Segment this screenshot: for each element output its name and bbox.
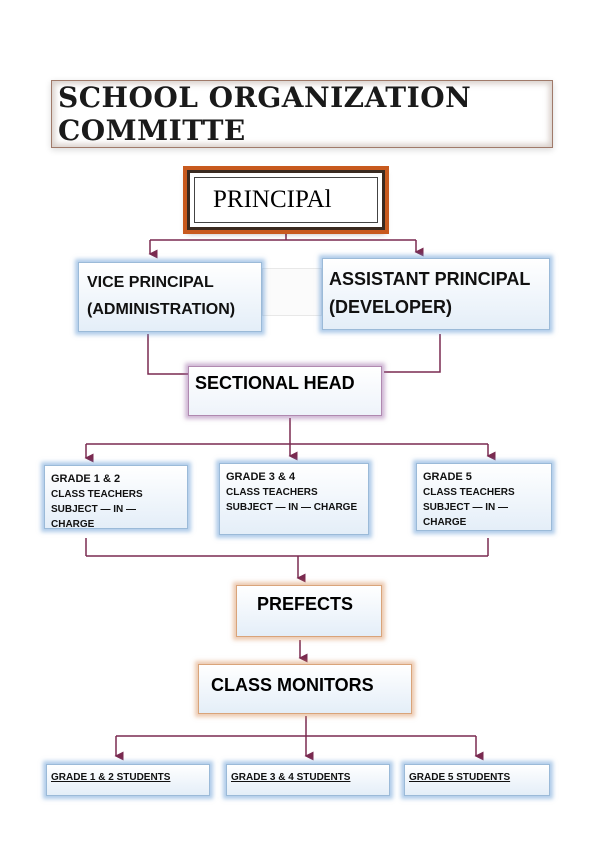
grade-line: CLASS TEACHERS xyxy=(51,489,143,500)
vice-principal-box: VICE PRINCIPAL (ADMINISTRATION) xyxy=(78,262,262,332)
grade-line: SUBJECT — IN — CHARGE xyxy=(226,502,358,513)
principal-box: PRINCIPAl xyxy=(187,170,385,230)
principal-label: PRINCIPAl xyxy=(194,177,378,223)
assistant-principal-subtitle: (DEVELOPER) xyxy=(329,297,453,317)
grade-line: CLASS TEACHERS xyxy=(423,487,515,498)
students-label: GRADE 3 & 4 STUDENTS xyxy=(231,772,351,783)
vice-principal-subtitle: (ADMINISTRATION) xyxy=(87,301,236,318)
grade-line: CLASS TEACHERS xyxy=(226,487,318,498)
prefects-box: PREFECTS xyxy=(236,585,382,637)
grade-1-2-students-box: GRADE 1 & 2 STUDENTS xyxy=(46,764,210,796)
grade-3-4-students-box: GRADE 3 & 4 STUDENTS xyxy=(226,764,390,796)
assistant-principal-title: ASSISTANT PRINCIPAL xyxy=(329,269,531,289)
class-monitors-box: CLASS MONITORS xyxy=(198,664,412,714)
grade-line: SUBJECT — IN — CHARGE xyxy=(51,504,137,530)
grade-line: SUBJECT — IN — CHARGE xyxy=(423,502,509,528)
sectional-head-label: SECTIONAL HEAD xyxy=(195,373,355,393)
students-label: GRADE 5 STUDENTS xyxy=(409,772,511,783)
assistant-principal-box: ASSISTANT PRINCIPAL (DEVELOPER) xyxy=(322,258,550,330)
grade-title: GRADE 5 xyxy=(423,471,472,483)
prefects-label: PREFECTS xyxy=(257,594,354,614)
vice-principal-title: VICE PRINCIPAL xyxy=(87,274,214,291)
grade-5-box: GRADE 5 CLASS TEACHERS SUBJECT — IN — CH… xyxy=(416,463,552,531)
grade-title: GRADE 3 & 4 xyxy=(226,471,296,483)
page-title: SCHOOL ORGANIZATION COMMITTE xyxy=(51,80,553,148)
grade-1-2-box: GRADE 1 & 2 CLASS TEACHERS SUBJECT — IN … xyxy=(44,465,188,530)
class-monitors-label: CLASS MONITORS xyxy=(211,675,374,695)
students-label: GRADE 1 & 2 STUDENTS xyxy=(51,772,171,783)
grade-title: GRADE 1 & 2 xyxy=(51,473,121,485)
grade-3-4-box: GRADE 3 & 4 CLASS TEACHERS SUBJECT — IN … xyxy=(219,463,369,535)
sectional-head-box: SECTIONAL HEAD xyxy=(188,366,382,416)
background-panel xyxy=(262,268,322,316)
grade-5-students-box: GRADE 5 STUDENTS xyxy=(404,764,550,796)
